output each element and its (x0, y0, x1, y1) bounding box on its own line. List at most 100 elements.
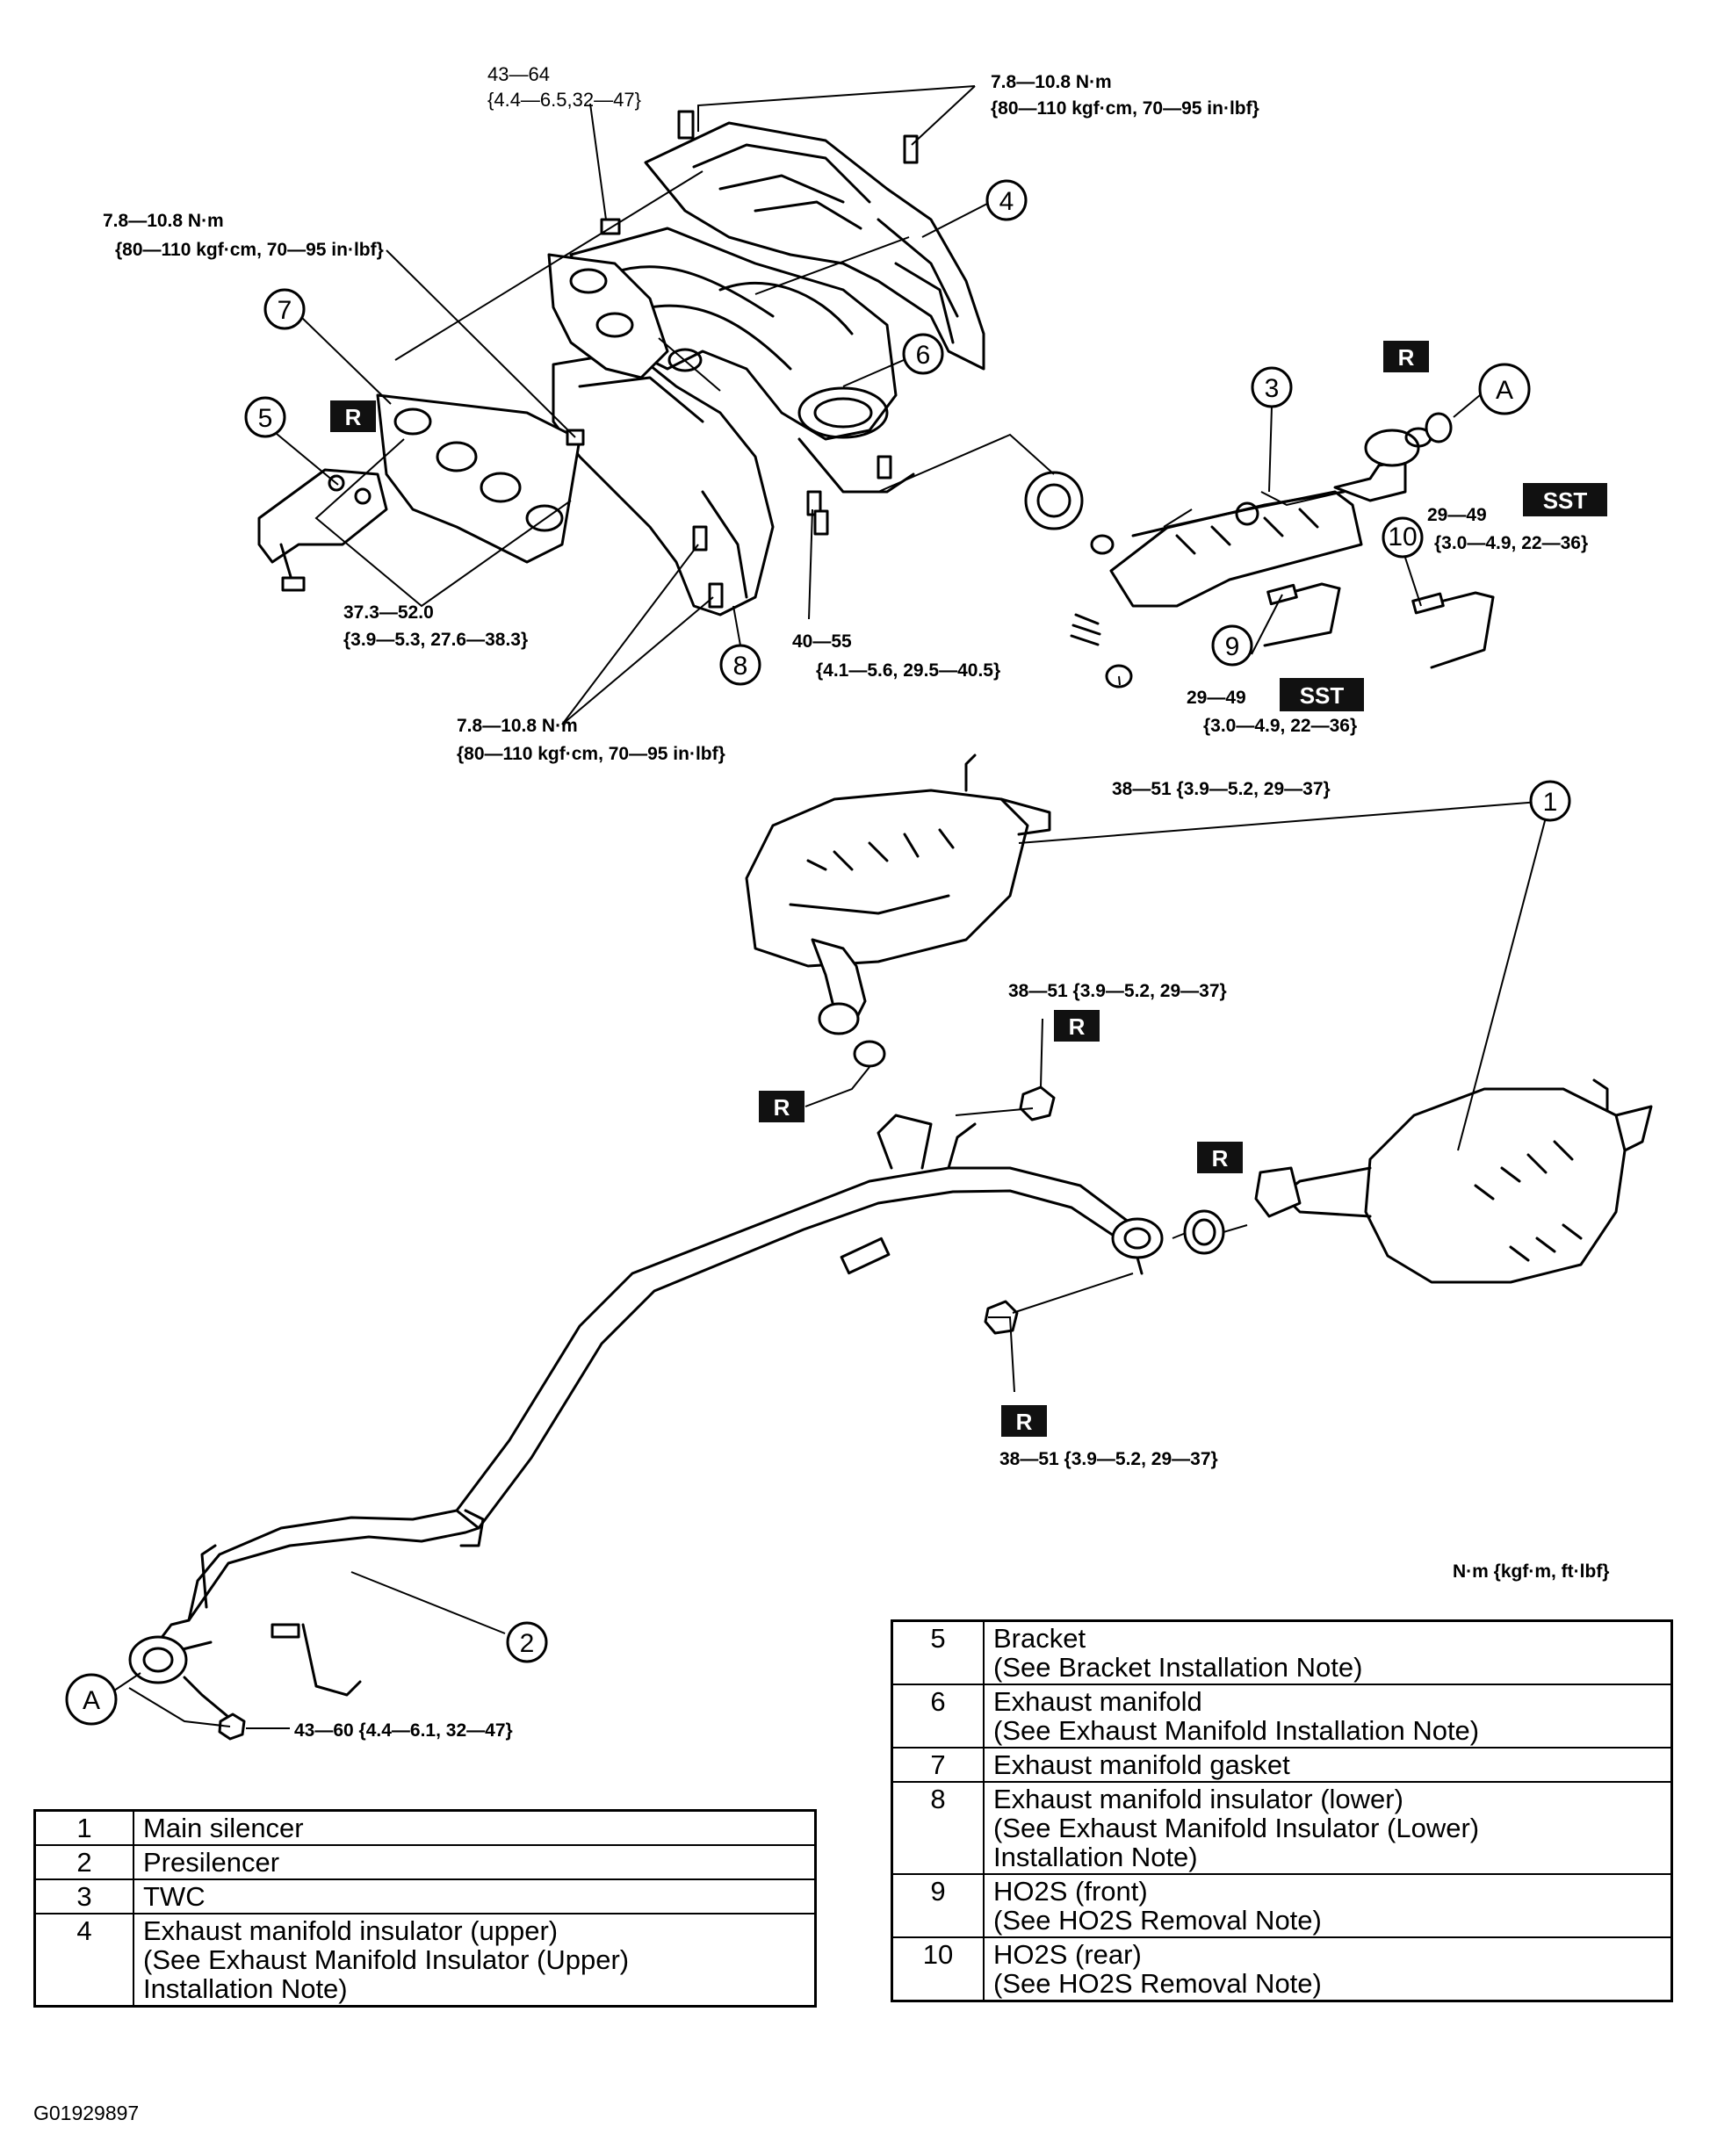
part-number: 7 (891, 1747, 985, 1783)
part-description-line: HO2S (front) (993, 1876, 1148, 1907)
torque-ho2s-rear-line1: 29—49 (1427, 505, 1487, 525)
part-description-line: (See Exhaust Manifold Insulator (Lower) (993, 1813, 1480, 1843)
replace-badge-4: R (759, 1091, 804, 1122)
part-description-line: Presilencer (143, 1847, 280, 1878)
svg-text:10: 10 (1388, 523, 1417, 552)
presilencer-pipe (455, 1114, 1164, 1530)
part-number: 1 (33, 1809, 134, 1846)
part-description: HO2S (rear)(See HO2S Removal Note) (983, 1936, 1673, 2002)
part-description: TWC (133, 1878, 817, 1914)
svg-text:4: 4 (999, 187, 1014, 216)
units-note: N·m {kgf·m, ft·lbf} (1453, 1561, 1609, 1582)
svg-text:6: 6 (916, 341, 931, 370)
svg-text:9: 9 (1225, 632, 1240, 661)
svg-text:R: R (1212, 1145, 1229, 1172)
callout-8: 8 (719, 644, 761, 686)
part-number: 2 (33, 1844, 134, 1880)
part-description: Exhaust manifold insulator (upper)(See E… (133, 1913, 817, 2008)
callout-10: 10 (1382, 516, 1424, 559)
parts-row: 2 Presilencer (33, 1844, 817, 1880)
part-description-line: Installation Note) (143, 1973, 348, 2004)
main-silencer-b (1254, 1078, 1653, 1284)
part-description-line: Exhaust manifold insulator (upper) (143, 1915, 559, 1946)
part-description-line: Bracket (993, 1623, 1086, 1654)
part-number: 3 (33, 1878, 134, 1914)
part-number: 9 (891, 1873, 985, 1938)
ho2s-front (1263, 582, 1341, 647)
part-number: 5 (891, 1619, 985, 1685)
torque-heatshield-line2: {80—110 kgf·cm, 70—95 in·lbf} (991, 98, 1259, 119)
svg-text:R: R (774, 1094, 790, 1121)
callout-2: 2 (506, 1621, 548, 1663)
svg-text:SST: SST (1300, 682, 1345, 709)
torque-insulator-line1: 7.8—10.8 N·m (457, 716, 578, 736)
torque-manifold-line2: {80—110 kgf·cm, 70—95 in·lbf} (115, 240, 384, 260)
torque-bracket-line2: {3.9—5.3, 27.6—38.3} (343, 630, 528, 650)
figure-id: G01929897 (33, 2102, 140, 2124)
parts-row: 3 TWC (33, 1878, 817, 1914)
svg-text:3: 3 (1265, 374, 1280, 403)
part-description-line: Exhaust manifold gasket (993, 1749, 1290, 1780)
part-description: Exhaust manifold insulator (lower)(See E… (983, 1781, 1673, 1875)
manifold-flange (547, 253, 703, 379)
svg-text:1: 1 (1543, 788, 1558, 817)
part-description-line: (See HO2S Removal Note) (993, 1968, 1322, 1999)
replace-badge-3: R (1054, 1010, 1100, 1042)
part-description: Main silencer (133, 1809, 817, 1846)
silencer-gaskets (984, 1085, 1225, 1335)
svg-text:A: A (1496, 376, 1513, 405)
manifold-leaders (314, 85, 976, 725)
part-number: 4 (33, 1913, 134, 2008)
torque-3851-top: 38—51 {3.9—5.2, 29—37} (1112, 779, 1331, 799)
manifold-insulator-upper (644, 121, 985, 371)
callout-1: 1 (1529, 780, 1571, 822)
torque-ho2s-front-line1: 29—49 (1187, 688, 1246, 708)
part-description: Exhaust manifold gasket (983, 1747, 1673, 1783)
torque-3851-mid: 38—51 {3.9—5.2, 29—37} (1008, 981, 1227, 1001)
part-description-line: TWC (143, 1881, 206, 1912)
torque-4364-line2: {4.4—6.5,32—47} (487, 89, 641, 111)
callout-3: 3 (1251, 366, 1293, 408)
torque-3851-bot: 38—51 {3.9—5.2, 29—37} (999, 1449, 1218, 1469)
svg-text:R: R (345, 404, 362, 430)
part-number: 8 (891, 1781, 985, 1875)
twc-converter (1109, 427, 1432, 608)
svg-text:R: R (1069, 1013, 1086, 1040)
part-description: Exhaust manifold(See Exhaust Manifold In… (983, 1684, 1673, 1749)
part-description-line: Exhaust manifold insulator (lower) (993, 1784, 1403, 1814)
parts-row: 7 Exhaust manifold gasket (891, 1747, 1673, 1783)
part-description: Presilencer (133, 1844, 817, 1880)
callout-5: 5 (244, 396, 286, 438)
svg-text:2: 2 (520, 1629, 535, 1658)
svg-text:A: A (83, 1686, 100, 1715)
callout-a-bottom: A (65, 1673, 118, 1726)
svg-text:8: 8 (733, 652, 748, 681)
svg-text:5: 5 (258, 404, 273, 433)
ho2s-rear (1411, 591, 1495, 669)
sst-badge-2: SST (1280, 678, 1364, 711)
exhaust-manifold-gasket (376, 393, 581, 564)
part-description-line: (See Exhaust Manifold Installation Note) (993, 1715, 1480, 1746)
callout-6: 6 (902, 333, 944, 375)
part-description-line: (See Bracket Installation Note) (993, 1652, 1363, 1683)
svg-text:7: 7 (278, 296, 292, 325)
callout-4: 4 (985, 179, 1028, 221)
torque-bracket-line1: 37.3—52.0 (343, 602, 434, 623)
twc-inlet-flange (1024, 471, 1115, 555)
replace-badge-6: R (1001, 1405, 1047, 1437)
gasket-ring-twc (1425, 412, 1453, 443)
bracket (257, 468, 388, 592)
main-silencer-a (745, 754, 1051, 1068)
sst-badge-1: SST (1523, 483, 1607, 516)
torque-ho2s-front-line2: {3.0—4.9, 22—36} (1203, 716, 1357, 736)
replace-badge-5: R (1197, 1142, 1243, 1173)
torque-4055-line1: 40—55 (792, 631, 852, 652)
part-description: Bracket(See Bracket Installation Note) (983, 1619, 1673, 1685)
part-description-line: Exhaust manifold (993, 1686, 1202, 1717)
